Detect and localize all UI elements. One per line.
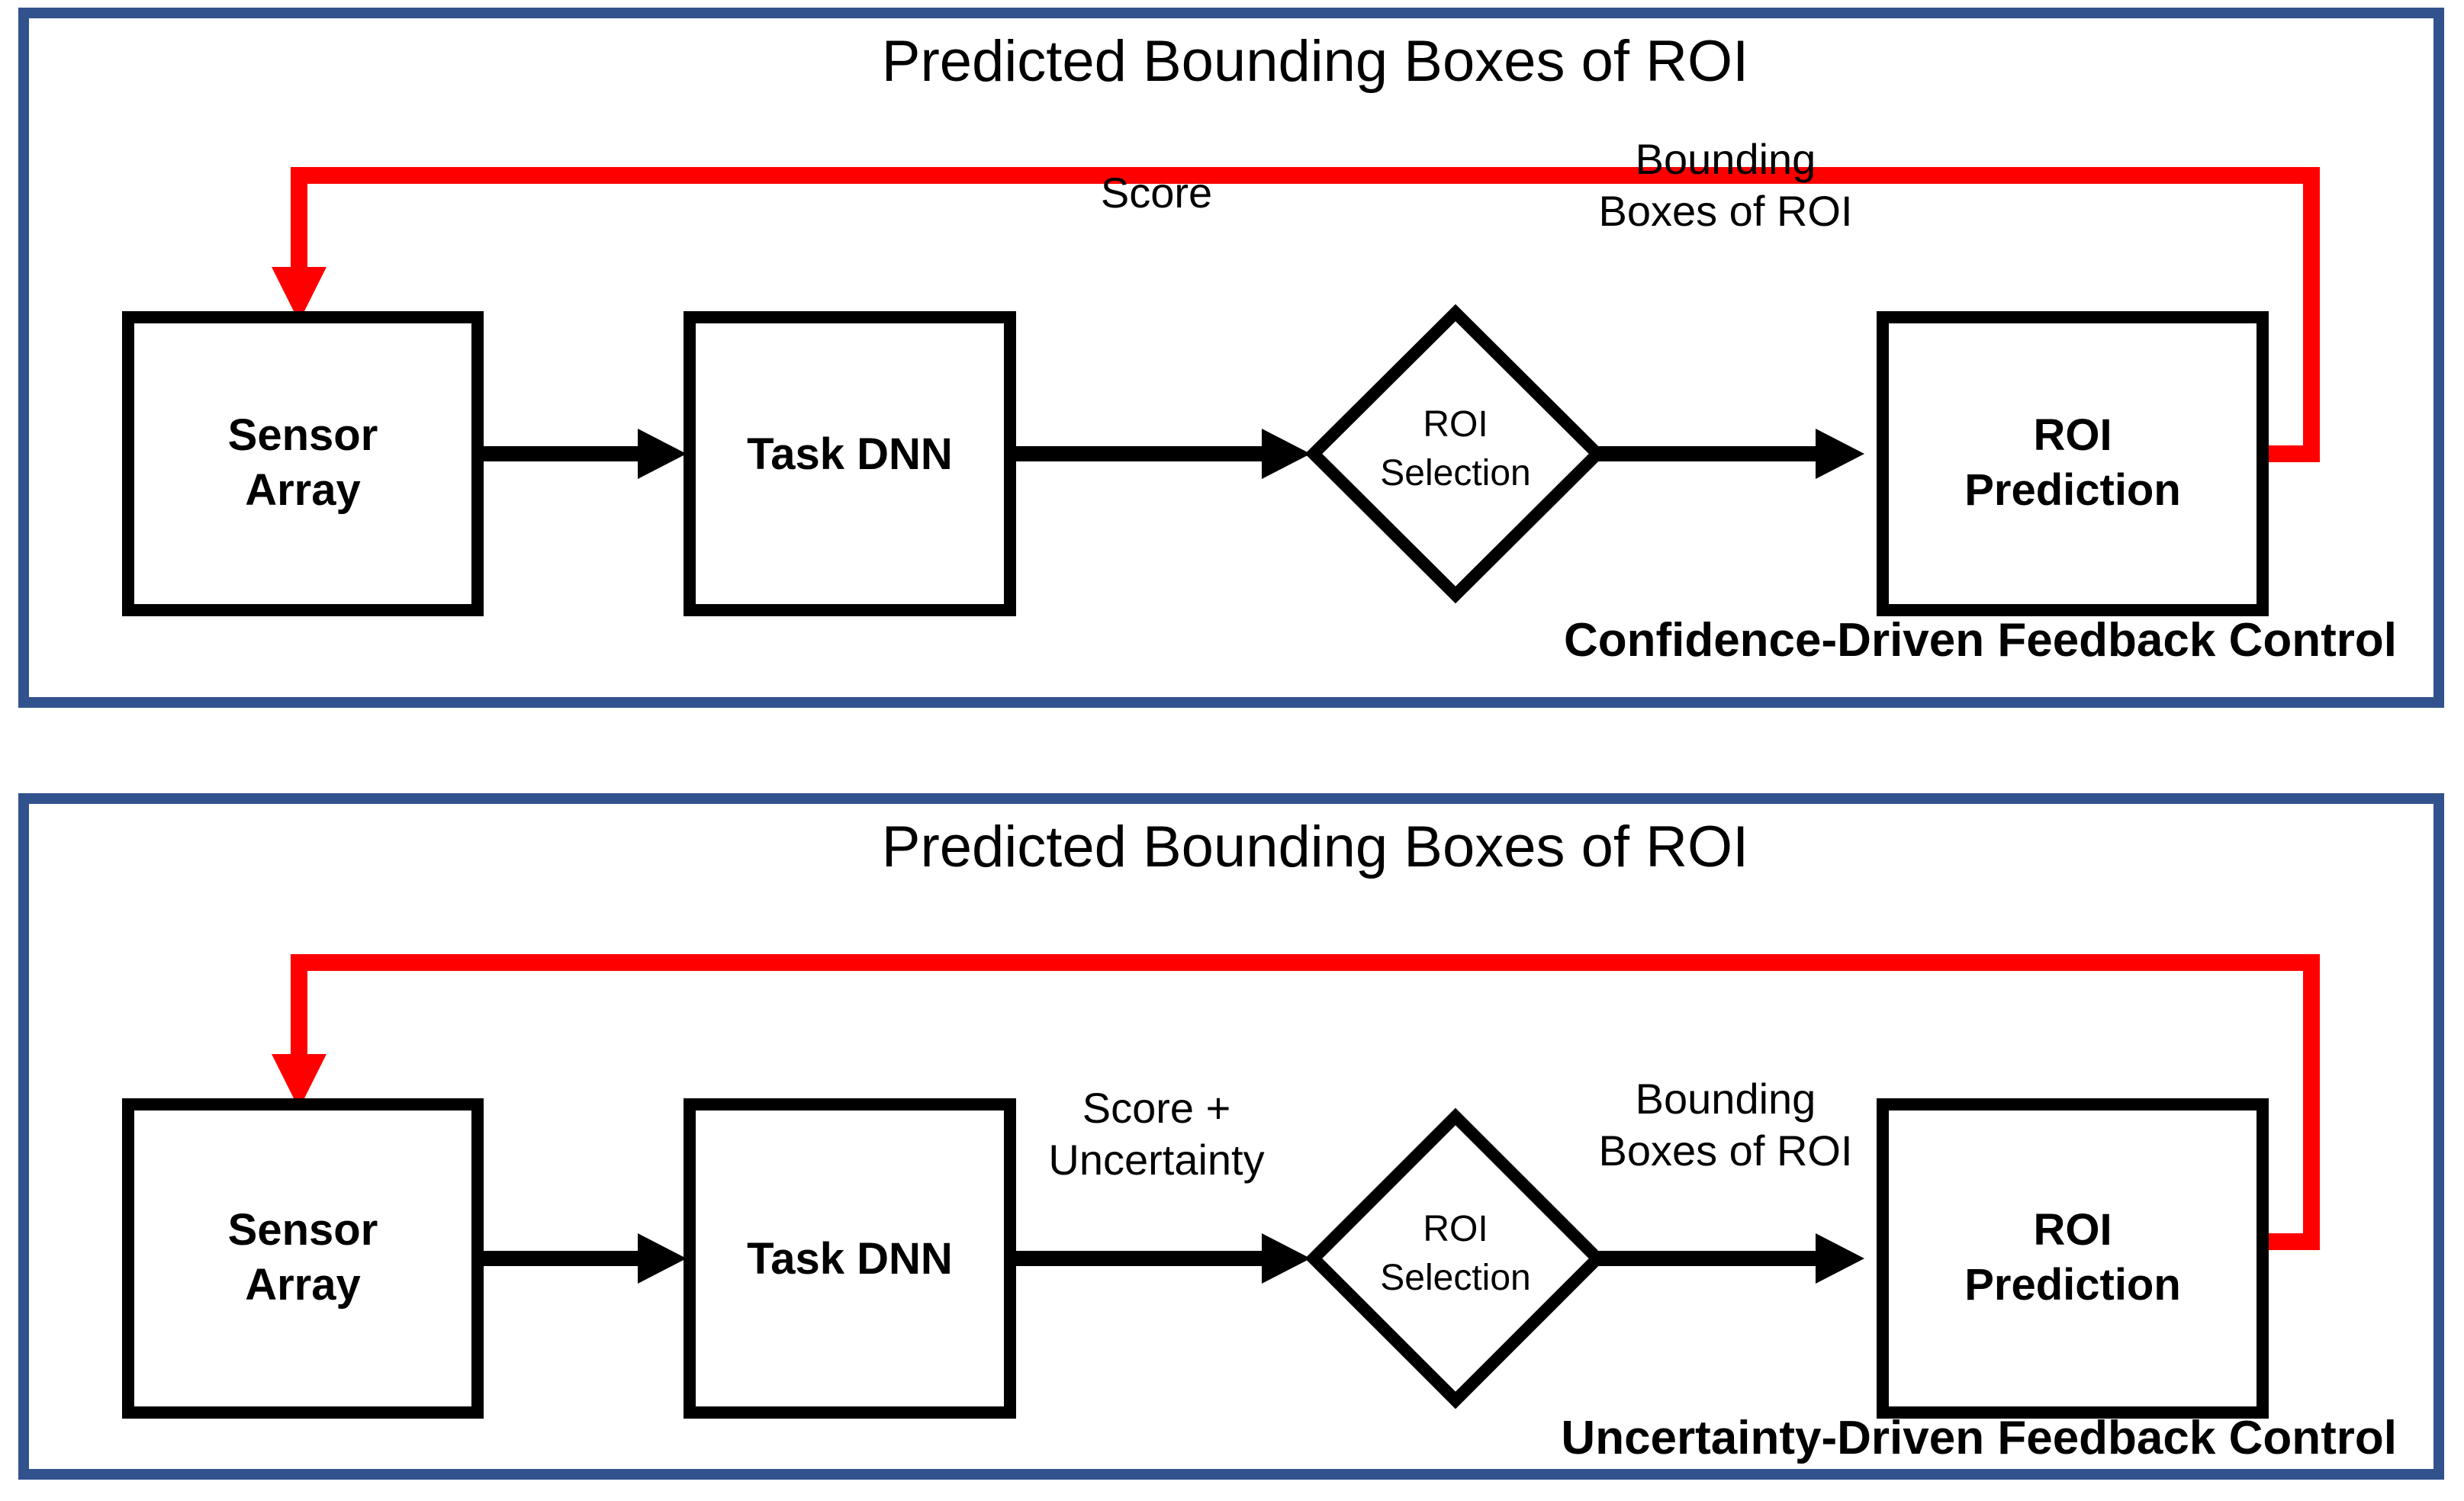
feedback-arrowhead — [272, 1054, 326, 1109]
node-roi-selection-label-line1: ROI — [1423, 404, 1488, 445]
node-sensor-array-label-line2: Array — [245, 1260, 361, 1310]
node-roi-prediction[interactable] — [1877, 311, 2269, 616]
uncertainty-driven-panel: Predicted Bounding Boxes of ROI Sensor A… — [18, 793, 2444, 1480]
edge-sensor-to-dnn — [479, 1233, 687, 1284]
edge-selection-to-prediction-label-line1: Bounding — [1636, 135, 1816, 183]
confidence-driven-panel: Predicted Bounding Boxes of ROI Sensor A… — [18, 8, 2444, 708]
node-roi-prediction[interactable] — [1877, 1098, 2269, 1419]
feedback-arrowhead — [272, 267, 326, 322]
panel-caption: Uncertainty-Driven Feedback Control — [1561, 1412, 2397, 1464]
node-sensor-array[interactable] — [122, 1098, 484, 1419]
node-task-dnn[interactable] — [684, 1098, 1016, 1419]
node-roi-prediction-label-line2: Prediction — [1964, 1260, 2181, 1310]
feedback-loop-line — [291, 167, 2320, 462]
confidence-panel-svg: Predicted Bounding Boxes of ROI Sensor A… — [18, 8, 2444, 708]
uncertainty-panel-svg: Predicted Bounding Boxes of ROI Sensor A… — [18, 793, 2444, 1480]
edge-dnn-to-selection — [1010, 429, 1311, 479]
node-roi-selection[interactable] — [1304, 1107, 1607, 1409]
node-roi-selection-label-line2: Selection — [1380, 453, 1530, 493]
node-roi-prediction-label-line2: Prediction — [1964, 465, 2181, 515]
edge-selection-to-prediction-label-line2: Boxes of ROI — [1598, 1127, 1852, 1175]
edge-selection-to-prediction — [1594, 1233, 1864, 1284]
node-sensor-array-label-line2: Array — [245, 465, 361, 515]
edge-dnn-to-selection-label-line1: Score — [1101, 169, 1212, 217]
node-sensor-array-label-line1: Sensor — [228, 1205, 378, 1255]
edge-dnn-to-selection-label-line1: Score + — [1082, 1084, 1231, 1132]
feedback-loop-line — [291, 954, 2320, 1250]
edge-selection-to-prediction — [1594, 429, 1864, 479]
node-roi-selection-label-line1: ROI — [1423, 1209, 1488, 1249]
panel-title: Predicted Bounding Boxes of ROI — [882, 29, 1748, 94]
node-roi-prediction-label-line1: ROI — [2033, 410, 2112, 460]
edge-selection-to-prediction-label-line1: Bounding — [1636, 1075, 1816, 1123]
edge-selection-to-prediction-label-line2: Boxes of ROI — [1598, 187, 1852, 235]
edge-sensor-to-dnn — [479, 429, 687, 479]
node-roi-prediction-label-line1: ROI — [2033, 1205, 2112, 1255]
node-roi-selection[interactable] — [1304, 304, 1607, 604]
panel-title: Predicted Bounding Boxes of ROI — [882, 815, 1748, 879]
node-task-dnn-label-line1: Task DNN — [747, 429, 953, 479]
node-sensor-array-label-line1: Sensor — [228, 410, 378, 460]
edge-dnn-to-selection-label-line2: Uncertainty — [1048, 1136, 1264, 1184]
node-task-dnn[interactable] — [684, 311, 1016, 616]
node-roi-selection-label-line2: Selection — [1380, 1258, 1530, 1298]
node-sensor-array[interactable] — [122, 311, 484, 616]
node-task-dnn-label-line1: Task DNN — [747, 1234, 953, 1284]
edge-dnn-to-selection — [1010, 1233, 1311, 1284]
panel-caption: Confidence-Driven Feedback Control — [1564, 614, 2397, 667]
